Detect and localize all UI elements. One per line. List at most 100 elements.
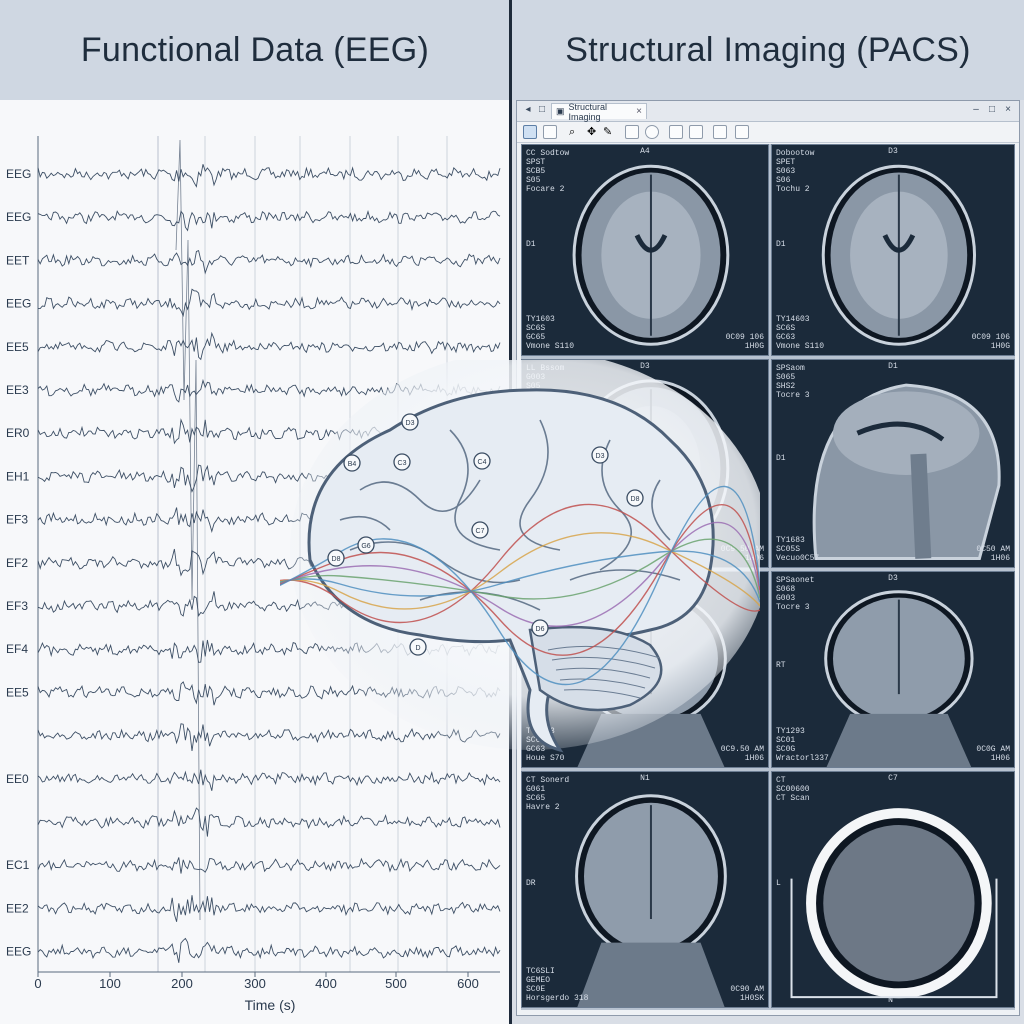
electrode-marker	[473, 452, 491, 470]
brain-gyrus	[519, 419, 561, 551]
minimize-icon[interactable]: –	[973, 104, 979, 115]
coronal-scan-image	[824, 590, 974, 767]
zoom-icon[interactable]: ⌕	[569, 126, 576, 138]
tab-structural-imaging[interactable]: ▣ Structural Imaging ×	[551, 102, 647, 122]
electrode-label: D3	[596, 453, 605, 460]
overlay-bottom-left: TY14603 SC6S GC63 Vmone S110	[776, 315, 825, 351]
select-tool-icon[interactable]	[523, 125, 537, 139]
more-options-icon[interactable]	[735, 125, 749, 139]
electrode-label: D3	[406, 420, 415, 427]
eeg-channel-label: EF3	[6, 513, 28, 527]
eeg-channel-trace[interactable]	[37, 937, 501, 963]
eeg-channel-label: EEG	[6, 945, 31, 959]
x-tick-label: 100	[99, 976, 121, 991]
measure-icon[interactable]: ✎	[603, 126, 613, 138]
overlay-bottom-right: 0C9.50 AM 1H06	[720, 745, 764, 763]
eeg-channel-trace[interactable]	[37, 249, 501, 275]
overlay-top-left: SPSaonet S068 G003 Tocre 3	[776, 576, 815, 612]
overlay-bottom-right: 0C09 106 1H0G	[971, 333, 1010, 351]
layout-tool-icon[interactable]	[543, 125, 557, 139]
overlay-top-left: Dobootow SPET S063 S06 Tochu 2	[776, 149, 815, 194]
eeg-channel-trace[interactable]	[38, 288, 501, 318]
brain-gyrus	[651, 479, 671, 541]
electrode-marker	[531, 619, 549, 637]
axial-scan-image	[821, 164, 977, 346]
eeg-channel-label: ER0	[6, 426, 30, 440]
overlay-bottom-right: 0C0G AM 1H06	[976, 745, 1010, 763]
overlay-bottom-left: TY1603 SC6S GC65 Vmone S110	[526, 315, 575, 351]
eeg-channel-trace[interactable]	[37, 164, 501, 188]
crosshair-icon[interactable]	[713, 125, 727, 139]
eeg-channel-trace[interactable]	[37, 857, 501, 874]
overlay-top-center: D3	[888, 574, 898, 583]
eeg-channel-label: EE5	[6, 340, 29, 354]
signal-wire	[280, 504, 760, 656]
brain-outline	[307, 388, 715, 753]
overlay-bottom-left: TY1683 SC05S Vecuo0C57	[776, 536, 820, 563]
electrode-marker	[591, 446, 609, 464]
copy-icon[interactable]	[625, 125, 639, 139]
pan-icon[interactable]: ✥	[587, 126, 597, 138]
overlay-mid-left: D1	[776, 454, 786, 464]
x-tick-label: 500	[385, 976, 407, 991]
eeg-channel-trace[interactable]	[37, 807, 501, 837]
signal-wire	[280, 522, 760, 627]
electrode-marker	[327, 549, 345, 567]
eeg-channel-label: EH1	[6, 469, 30, 483]
overlay-top-center: N1	[640, 774, 650, 783]
electrode-label: C7	[476, 528, 485, 535]
overlay-top-center: D1	[888, 362, 898, 371]
tab-close-icon[interactable]: ×	[636, 106, 642, 117]
electrode-marker	[471, 521, 489, 539]
eeg-channel-trace[interactable]	[37, 331, 501, 361]
overlay-top-left: SPSaom S065 SHS2 Tocre 3	[776, 364, 810, 400]
overlay-top-center: D3	[888, 147, 898, 156]
x-tick-label: 200	[171, 976, 193, 991]
electrode-marker	[409, 638, 427, 656]
eeg-spike-trace	[175, 139, 201, 921]
x-tick-label: 0	[34, 976, 41, 991]
overlay-bottom-center: N	[888, 996, 893, 1005]
overlay-bottom-left: TC6SLI GEMEO SC0E Horsgerdo 318	[526, 967, 589, 1003]
electrode-marker	[393, 453, 411, 471]
back-icon[interactable]: ◂	[525, 104, 531, 115]
electrode-marker	[343, 454, 361, 472]
overlay-mid-left: RT	[776, 660, 786, 670]
electrode-label: D8	[332, 556, 341, 563]
grid-icon[interactable]	[669, 125, 683, 139]
eeg-channel-trace[interactable]	[37, 723, 501, 751]
eeg-channel-label: EE5	[6, 685, 29, 699]
electrode-label: G6	[361, 543, 370, 550]
eeg-channel-trace[interactable]	[37, 210, 501, 232]
rotate-icon[interactable]	[645, 125, 659, 139]
x-tick-label: 300	[244, 976, 266, 991]
pacs-panel-title: Structural Imaging (PACS)	[512, 0, 1024, 100]
maximize-icon[interactable]: □	[988, 104, 996, 115]
ct-scan-image	[790, 808, 998, 999]
window-titlebar: ◂ □ ▣ Structural Imaging × – □ ×	[517, 101, 1019, 122]
x-tick-label: 600	[457, 976, 479, 991]
eeg-channel-trace[interactable]	[37, 895, 501, 922]
overlay-top-center: C7	[888, 774, 898, 783]
viewer-toolbar: ⌕ ✥ ✎	[517, 122, 1019, 143]
overlay-top-left: CT SC00600 CT Scan	[776, 776, 810, 803]
new-tab-icon[interactable]: □	[538, 104, 546, 115]
eeg-channel-label: EEG	[6, 167, 31, 181]
overlay-top-left: CT Sonerd G061 SC65 Havre 2	[526, 776, 570, 812]
brain-gyrus	[339, 515, 391, 531]
eeg-channel-label: EC1	[6, 858, 30, 872]
eeg-channel-trace[interactable]	[37, 769, 501, 791]
electrode-label: D	[415, 645, 420, 652]
close-window-icon[interactable]: ×	[1005, 104, 1011, 115]
compare-icon[interactable]	[689, 125, 703, 139]
eeg-channel-label: EE0	[6, 772, 29, 786]
eeg-channel-label: EEG	[6, 297, 31, 311]
electrode-label: D6	[536, 626, 545, 633]
electrode-marker	[626, 489, 644, 507]
